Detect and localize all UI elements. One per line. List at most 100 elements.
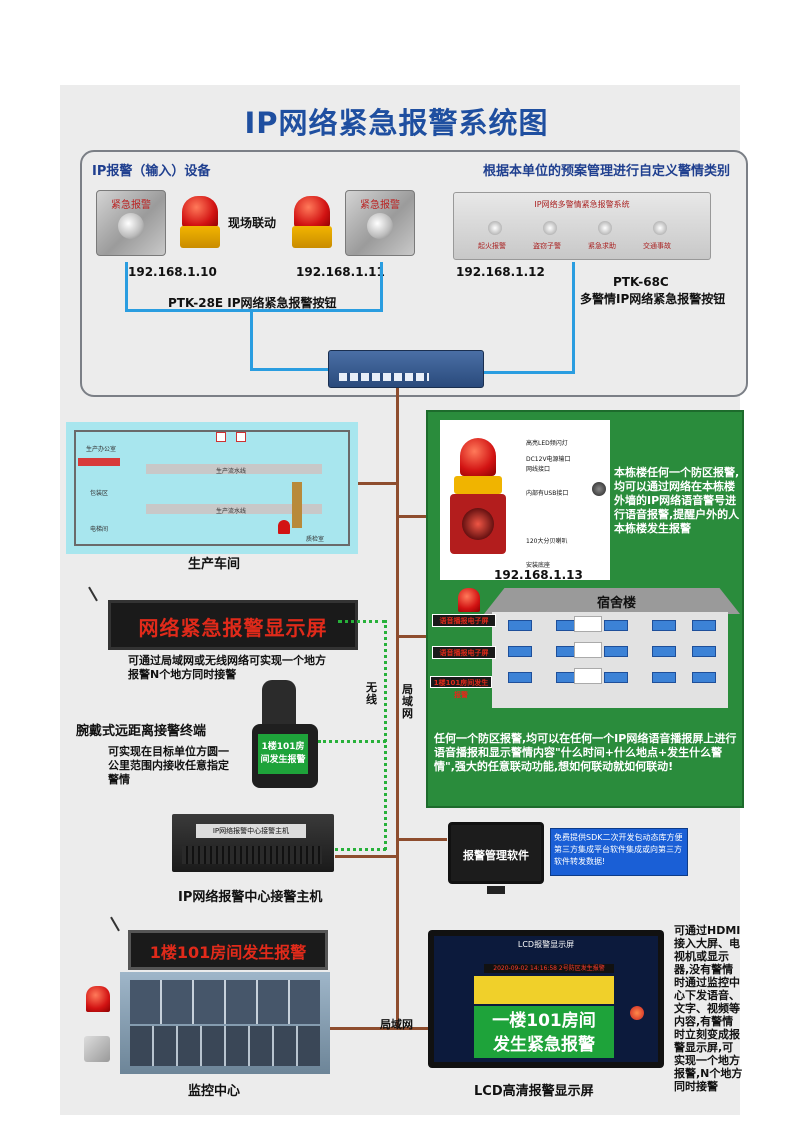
custom-alarm-header: 根据本单位的预案管理进行自定义警情类别: [482, 164, 730, 179]
input-devices-header: IP报警（输入）设备: [92, 164, 211, 179]
plan-outline: [74, 430, 350, 546]
strobe-beacon-1: [180, 196, 220, 250]
dorm-title: 宿舍楼: [597, 596, 637, 611]
emergency-button-2: 紧急报警: [345, 190, 415, 256]
ip-address-4: 192.168.1.13: [494, 568, 583, 582]
plan-marker: [78, 458, 120, 466]
ptk28e-label: PTK-28E IP网络紧急报警按钮: [168, 296, 337, 310]
callout-label: 120大分贝喇叭: [526, 538, 568, 545]
panel-button-label: 起火报警: [478, 242, 506, 250]
callout-label: 内部有USB接口: [526, 490, 569, 497]
monitor-button-icon: [84, 1036, 110, 1062]
sdk-note: 免费提供SDK二次开发包动态库方便第三方集成平台软件集成或向第三方软件转发数据!: [550, 828, 688, 876]
lcd-status-panel: [474, 976, 614, 1004]
watch-screen: 1楼101房间发生报警: [258, 734, 308, 774]
branch-cable: [397, 635, 427, 638]
dorm-beacon-icon: [458, 588, 480, 612]
network-switch: [328, 350, 484, 388]
host-nameplate: IP网络报警中心接警主机: [196, 824, 306, 838]
panel-button-label: 交通事故: [643, 242, 671, 250]
software-label: 报警管理软件: [463, 849, 529, 862]
alarm-dome-icon: [460, 438, 496, 476]
network-cable: [572, 262, 575, 374]
callout-label: 网线接口: [526, 466, 551, 473]
panel-button-label: 盗窃子警: [533, 242, 561, 250]
wireless-link: [384, 620, 387, 850]
panel-button-icon: [598, 221, 612, 235]
host-vents: [182, 846, 322, 864]
button-label: 紧急报警: [111, 200, 151, 211]
monitor-stand: [487, 886, 505, 894]
button-label: 紧急报警: [360, 200, 400, 211]
multi-alarm-panel: IP网络多警情紧急报警系统 起火报警 盗窃子警 紧急求助 交通事故: [453, 192, 711, 260]
alarm-button-icon: [216, 432, 226, 442]
branch-cable: [330, 1027, 428, 1030]
callout-label: 安装底座: [526, 562, 551, 569]
push-button-icon: [367, 213, 393, 240]
building-roof: [484, 588, 740, 614]
page-title: IP网络紧急报警系统图: [244, 106, 549, 140]
monitor-beacon-icon: [86, 986, 110, 1012]
production-line: [146, 464, 322, 474]
monitoring-led-display: 1楼101房间发生报警: [128, 930, 328, 970]
lcd-alarm-line2: 发生紧急报警: [493, 1035, 595, 1055]
voice-led-panel: 语音播报电子屏: [432, 646, 496, 659]
wrist-terminal-title: 腕戴式远距离接警终端: [76, 724, 207, 739]
video-tiles-top: [130, 980, 320, 1024]
callout-label: DC12V电源输口: [526, 456, 571, 463]
production-line: [146, 504, 322, 514]
callout-label: 高亮LED频闪灯: [526, 440, 568, 447]
wireless-link: [330, 848, 386, 851]
network-cable: [125, 262, 128, 312]
led-display-description: 可通过局域网或无线网络可实现一个地方报警N个地方同时接警: [128, 654, 326, 681]
panel-button-label: 紧急求助: [588, 242, 616, 250]
watch-strap: [262, 680, 296, 726]
branch-cable: [335, 855, 398, 858]
speaker-icon: [462, 508, 494, 540]
network-cable: [380, 262, 383, 312]
plan-area-label: 包装区: [90, 490, 109, 497]
storage-rack: [292, 482, 302, 528]
usb-port-icon: [592, 482, 606, 496]
branch-cable: [397, 838, 447, 841]
strobe-beacon-2: [292, 196, 332, 250]
linkage-label: 现场联动: [228, 216, 277, 230]
sound-alarm-description: 本栋楼任何一个防区报警,均可以通过网络在本栋楼外墙的IP网络语音警号进行语音报警…: [614, 466, 740, 535]
lcd-caption: LCD高清报警显示屏: [474, 1084, 594, 1099]
plan-area-label: 电梯间: [90, 526, 109, 533]
lan-label: 局域网: [402, 683, 413, 720]
push-button-icon: [118, 213, 144, 240]
emergency-button-1: 紧急报警: [96, 190, 166, 256]
alarm-collar: [454, 476, 502, 494]
ip-address-3: 192.168.1.12: [456, 265, 545, 279]
lcd-display: LCD报警显示屏 2020-09-02 14:16:58 2号防区发生报警 一楼…: [428, 930, 664, 1068]
wireless-link: [318, 740, 386, 743]
monitoring-center-caption: 监控中心: [188, 1084, 241, 1099]
alarm-host: IP网络报警中心接警主机: [172, 814, 334, 872]
panel-title: IP网络多警情紧急报警系统: [534, 200, 630, 209]
network-cable: [250, 309, 253, 371]
panel-button-icon: [653, 221, 667, 235]
ip-address-1: 192.168.1.10: [128, 265, 217, 279]
dorm-led-banner: 1楼101房间发生报警: [430, 676, 492, 699]
lan-label-bottom: 局域网: [380, 1018, 413, 1031]
video-tiles-bottom: [130, 1026, 320, 1066]
ip-address-2: 192.168.1.11: [296, 265, 385, 279]
wireless-label: 无线: [366, 681, 377, 706]
ptk68c-description: 多警情IP网络紧急报警按钮: [580, 292, 726, 306]
plan-area-label: 生产流水线: [216, 468, 247, 475]
sound-alarm-box: 高亮LED频闪灯 DC12V电源输口 网线接口 内部有USB接口 120大分贝喇…: [440, 420, 610, 580]
lcd-alarm-panel: 一楼101房间 发生紧急报警: [474, 1006, 614, 1058]
network-cable: [250, 368, 330, 371]
voice-led-panel: 语音播报电子屏: [432, 614, 496, 627]
building-facade: [492, 612, 728, 708]
alarm-button-icon: [236, 432, 246, 442]
plan-area-label: 生产办公室: [86, 446, 117, 453]
lcd-alarm-indicator-icon: [630, 1006, 644, 1020]
switch-ports: [339, 373, 429, 381]
network-cable: [483, 371, 575, 374]
wrist-terminal: 1楼101房间发生报警: [252, 724, 318, 788]
trunk-cable: [396, 388, 399, 1028]
plan-area-label: 生产流水线: [216, 508, 247, 515]
software-monitor: 报警管理软件: [448, 822, 544, 884]
